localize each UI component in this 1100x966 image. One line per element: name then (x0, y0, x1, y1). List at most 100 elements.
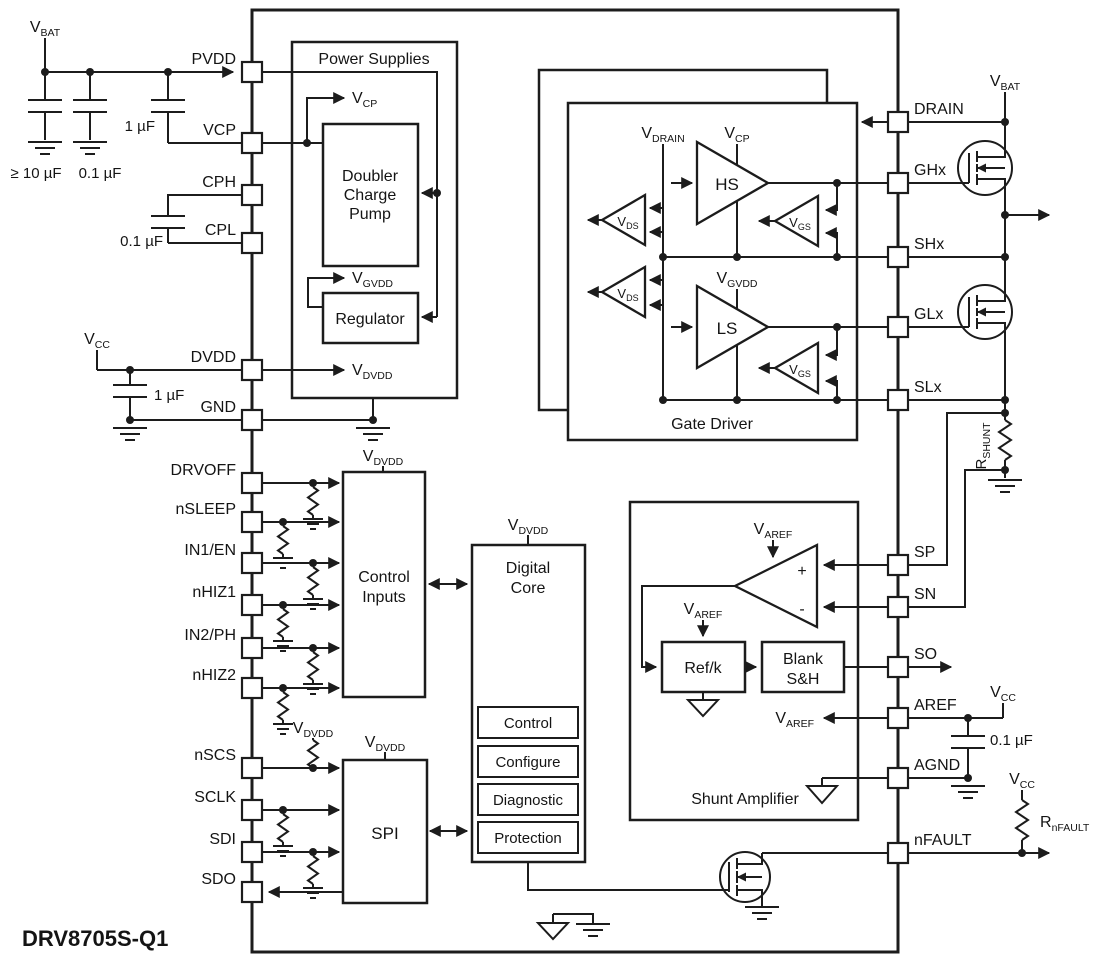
junction-dot (309, 764, 317, 772)
pin-label-dvdd: DVDD (191, 349, 236, 366)
junction-dot (659, 396, 667, 404)
ground-symbol (303, 515, 323, 530)
pin-box-shx (886, 245, 910, 269)
cap-aref-value: 0.1 µF (990, 732, 1033, 749)
junction-dot (303, 139, 311, 147)
pin-box-vcp (240, 131, 264, 155)
junction-dot (1001, 211, 1009, 219)
label-text: DVDD (375, 742, 405, 754)
junction-dot (126, 366, 134, 374)
pin-box-nfault (886, 841, 910, 865)
junction-dot (309, 848, 317, 856)
net-label-vds-hs: VDS (617, 214, 638, 231)
junction-dot (733, 396, 741, 404)
pin-label-pvdd: PVDD (192, 51, 236, 68)
junction-dot (833, 323, 841, 331)
pin-box-cpl (240, 231, 264, 255)
junction-dot (164, 68, 172, 76)
spi-block (341, 758, 429, 905)
pin-label-drain: DRAIN (914, 101, 964, 118)
wire (908, 703, 1004, 719)
pulldown-resistor (276, 691, 290, 721)
label-text: V (617, 214, 626, 229)
pulldown-resistor (306, 855, 320, 885)
cap-vcp-symbol (151, 72, 242, 144)
label-text: CC (1020, 779, 1036, 791)
ground-triangle-symbol (685, 699, 721, 718)
junction-dot (309, 644, 317, 652)
net-label-vgs-ls: VGS (789, 362, 811, 379)
pin-box-agnd (886, 766, 910, 790)
label-text: AREF (786, 718, 814, 730)
net-label-vdvdd-spi: VDVDD (365, 734, 406, 754)
blank-sh-block (760, 640, 846, 694)
junction-dot (964, 714, 972, 722)
ground-symbol (745, 906, 779, 920)
label-text: DS (626, 221, 639, 231)
label-text: V (775, 710, 786, 727)
cap-dvdd-value: 1 µF (154, 387, 184, 404)
pin-box-gnd (240, 408, 264, 432)
net-label-rnfault: RnFAULT (1040, 814, 1090, 834)
block-title-blank-sh-1: Blank (783, 651, 824, 668)
net-label-vdvdd-out: VDVDD (352, 362, 393, 382)
ground-symbol (303, 884, 323, 899)
pin-label-nscs: nSCS (194, 747, 236, 764)
vgs-monitor-hs (772, 194, 820, 248)
block-title-digital-core-2: Core (511, 580, 546, 597)
core-control-block (477, 706, 579, 739)
block-title-power-supplies: Power Supplies (318, 51, 429, 68)
part-number: DRV8705S-Q1 (22, 926, 168, 951)
label-text: CP (735, 133, 750, 145)
net-label-varef-pin: VAREF (775, 710, 814, 730)
pulldown-resistor (306, 651, 320, 681)
label-text: DVDD (518, 525, 548, 537)
label-text: GS (798, 369, 811, 379)
junction-dot (279, 684, 287, 692)
pin-box-drvoff (240, 471, 264, 495)
pin-box-in2ph (240, 636, 264, 660)
pin-label-nhiz1: nHIZ1 (192, 584, 236, 601)
junction-dot (279, 806, 287, 814)
wire (824, 327, 838, 361)
net-label-vcc-nfault: VCC (1009, 771, 1035, 791)
block-title-control-inputs-1: Control (358, 569, 410, 586)
pin-label-slx: SLx (914, 379, 942, 396)
doubler-charge-pump-block (321, 122, 420, 268)
ground-symbol (113, 427, 147, 441)
label-text: DS (626, 293, 639, 303)
pin-label-gnd: GND (200, 399, 236, 416)
label-text: V (990, 684, 1001, 701)
label-text: V (716, 270, 727, 287)
label-text: R (1040, 814, 1052, 831)
ground-symbol (356, 427, 390, 441)
pin-label-so: SO (914, 646, 937, 663)
junction-dot (833, 396, 841, 404)
wire (908, 469, 1005, 608)
vds-monitor-hs (599, 193, 647, 247)
junction-dot (659, 253, 667, 261)
label-text: V (365, 734, 376, 751)
nfault-pullup-resistor (1014, 799, 1030, 841)
net-label-vgs-hs: VGS (789, 215, 811, 232)
net-label-vbat-right: VBAT (990, 73, 1021, 93)
junction-dot (309, 559, 317, 567)
label-text: R (973, 459, 990, 470)
core-function-protection: Protection (494, 830, 562, 847)
pin-label-in2ph: IN2/PH (184, 627, 236, 644)
junction-dot (126, 416, 134, 424)
block-title-doubler-3: Pump (349, 206, 391, 223)
label-text: DVDD (303, 728, 333, 740)
shunt-opamp (732, 543, 819, 629)
junction-dot (1001, 118, 1009, 126)
pulldown-resistor (306, 486, 320, 516)
block-title-blank-sh-2: S&H (787, 671, 820, 688)
pulldown-resistor (306, 566, 320, 596)
cap-bulk-symbol (28, 72, 62, 140)
label-text: V (617, 286, 626, 301)
mosfet-body-arrow (977, 163, 986, 173)
pin-box-cph (240, 183, 264, 207)
pin-box-sp (886, 553, 910, 577)
ground-symbol (273, 637, 293, 652)
